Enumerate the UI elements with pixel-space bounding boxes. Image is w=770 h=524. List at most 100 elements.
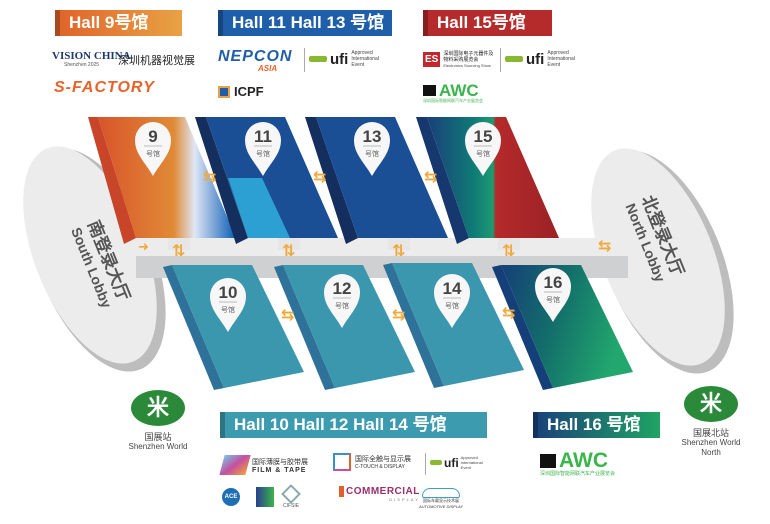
icpf-chip-icon bbox=[218, 85, 230, 98]
mtr-logo-north: 米 bbox=[684, 386, 738, 422]
ufi-sub: Approved International Event bbox=[460, 455, 483, 470]
vision-china-text: VISION CHINA bbox=[52, 50, 131, 62]
icpf-logo: ICPF bbox=[218, 84, 264, 99]
double-arrow-icon: ⇆ bbox=[203, 169, 216, 186]
double-arrow-icon: ⇆ bbox=[392, 307, 405, 324]
double-arrow-icon: ⇆ bbox=[502, 305, 515, 322]
north-lobby[interactable] bbox=[564, 130, 762, 393]
double-arrow-icon: ⇆ bbox=[281, 307, 294, 324]
banner-label: Hall 16 号馆 bbox=[547, 415, 641, 434]
hall-15[interactable] bbox=[416, 117, 559, 244]
ctouch-cn: 国际全触与显示展 bbox=[355, 456, 411, 463]
hall-number: 10 bbox=[219, 283, 238, 302]
hall-suffix: 号馆 bbox=[256, 149, 270, 158]
hall-number: 9 bbox=[148, 127, 157, 146]
car-icon bbox=[423, 85, 436, 96]
sfactory-logo: S-FACTORY bbox=[54, 79, 155, 96]
hall-number: 16 bbox=[544, 273, 563, 292]
hall-13[interactable] bbox=[305, 117, 448, 244]
pin-marker-icon bbox=[135, 122, 171, 176]
station-north: 国展北站 Shenzhen World North bbox=[676, 428, 746, 458]
hall-11[interactable] bbox=[195, 117, 338, 244]
station-north-en: Shenzhen World North bbox=[681, 438, 741, 457]
es-texts: 深圳国际电子元器件及物料采购展览会 Electronics Sourcing S… bbox=[443, 51, 495, 68]
auto-en: AUTOMOTIVE DISPLAY bbox=[419, 504, 464, 509]
hall-14[interactable] bbox=[383, 263, 524, 388]
ufi-sub: Approved International Event bbox=[351, 50, 379, 68]
svg-text:米: 米 bbox=[700, 391, 723, 416]
pin-marker-icon bbox=[354, 122, 390, 176]
vision-china-logo: VISION CHINA Shenzhen 2025 bbox=[52, 50, 131, 68]
hall-suffix: 号馆 bbox=[445, 301, 459, 310]
hall-pin-15[interactable]: 15 号馆 bbox=[465, 122, 501, 176]
hall-suffix: 号馆 bbox=[146, 149, 160, 158]
passage-arrows: ⇆ ⇆ ⇆ ➜ ⇅ ⇅ ⇅ ⇅ ⇆ ⇆ ⇆ ⇆ bbox=[138, 169, 611, 324]
hall-suffix: 号馆 bbox=[221, 305, 235, 314]
ace-text: ACE bbox=[224, 494, 238, 500]
hall-12[interactable] bbox=[274, 265, 415, 390]
es-mark: ES bbox=[423, 52, 441, 67]
arrow-icon: ➜ bbox=[138, 239, 149, 254]
banner-label: Hall 10 Hall 12 Hall 14 号馆 bbox=[234, 415, 447, 434]
banner-label: Hall 15号馆 bbox=[437, 13, 526, 32]
hall-pin-11[interactable]: 11 号馆 bbox=[245, 122, 281, 176]
film-layers-icon bbox=[219, 455, 251, 475]
film-en: FILM & TAPE bbox=[252, 466, 307, 474]
hall-number: 12 bbox=[333, 279, 352, 298]
hall-16[interactable] bbox=[492, 265, 633, 390]
hall-pin-16[interactable]: 16 号馆 bbox=[535, 268, 571, 322]
ufi-text: ufi bbox=[526, 50, 545, 68]
double-arrow-icon: ⇆ bbox=[598, 238, 611, 255]
double-arrow-icon: ⇆ bbox=[313, 169, 326, 186]
banner-hall-11-13: Hall 11 Hall 13 号馆 bbox=[218, 10, 392, 36]
divider bbox=[500, 48, 501, 72]
divider bbox=[304, 48, 305, 72]
ufi-mark-icon bbox=[505, 56, 523, 62]
awc-logo: AWC 深圳国际智能网联汽车产业展览会 bbox=[423, 81, 483, 104]
station-south-en: Shenzhen World bbox=[128, 442, 188, 451]
hall-number: 15 bbox=[474, 127, 493, 146]
hall-number: 14 bbox=[443, 279, 462, 298]
banner-label: Hall 9号馆 bbox=[69, 13, 149, 32]
hall-10[interactable] bbox=[163, 265, 304, 390]
ctouch-icon bbox=[333, 453, 351, 471]
ufi-logo: ufi Approved International Event bbox=[505, 50, 581, 68]
ace-logo: ACE bbox=[222, 488, 240, 506]
station-south-cn: 国展站 bbox=[144, 432, 172, 442]
ctouch-logo: 国际全触与显示展 C-TOUCH & DISPLAY bbox=[333, 453, 411, 471]
double-arrow-icon: ⇅ bbox=[282, 243, 295, 260]
pin-marker-icon bbox=[324, 274, 360, 328]
pin-marker-icon bbox=[210, 278, 246, 332]
pin-marker-icon bbox=[434, 274, 470, 328]
icpf-text: ICPF bbox=[234, 84, 264, 99]
ufi-logo: ufi Approved International Event bbox=[309, 50, 385, 68]
awc-text: AWC bbox=[439, 81, 479, 100]
hall-pin-14[interactable]: 14 号馆 bbox=[434, 274, 470, 328]
pin-marker-icon bbox=[465, 122, 501, 176]
ufi-text: ufi bbox=[444, 455, 459, 470]
pin-marker-icon bbox=[535, 268, 571, 322]
hall-suffix: 号馆 bbox=[365, 149, 379, 158]
banner-hall-10-12-14: Hall 10 Hall 12 Hall 14 号馆 bbox=[220, 412, 487, 438]
commercial-text: COMMERCIAL bbox=[339, 486, 420, 497]
es-logo: ES 深圳国际电子元器件及物料采购展览会 Electronics Sourcin… bbox=[423, 51, 495, 68]
hall-suffix: 号馆 bbox=[476, 149, 490, 158]
ufi-logo: ufi Approved International Event bbox=[430, 455, 489, 470]
nepcon-asia: ASIA bbox=[258, 64, 278, 73]
banner-hall-15: Hall 15号馆 bbox=[423, 10, 552, 36]
nepcon-logo: NEPCON ASIA bbox=[218, 48, 292, 73]
m-logo bbox=[256, 487, 274, 507]
banner-hall-9: Hall 9号馆 bbox=[55, 10, 182, 36]
automotive-display-logo: 国际车载显示技术展 AUTOMOTIVE DISPLAY bbox=[419, 488, 463, 509]
ufi-mark-icon bbox=[430, 460, 442, 465]
ufi-mark-icon bbox=[309, 56, 327, 62]
hall-suffix: 号馆 bbox=[546, 295, 560, 304]
hall-number: 11 bbox=[254, 127, 272, 146]
hall-pin-10[interactable]: 10 号馆 bbox=[210, 278, 246, 332]
banner-hall-16: Hall 16 号馆 bbox=[533, 412, 660, 438]
double-arrow-icon: ⇆ bbox=[424, 169, 437, 186]
hall-9[interactable] bbox=[88, 117, 236, 244]
hall-pin-9[interactable]: 9 号馆 bbox=[135, 122, 171, 176]
